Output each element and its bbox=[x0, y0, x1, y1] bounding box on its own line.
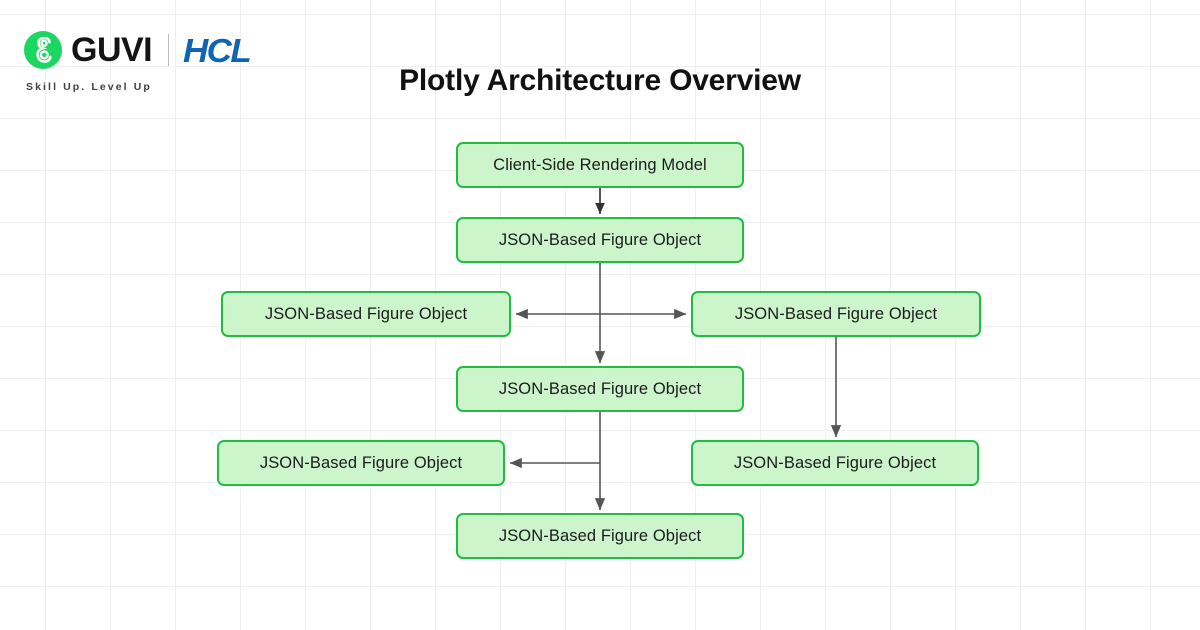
flow-node-json-figure-object-6[interactable]: JSON-Based Figure Object bbox=[217, 440, 505, 486]
brand-divider bbox=[168, 34, 170, 66]
flow-node-json-figure-object-7[interactable]: JSON-Based Figure Object bbox=[691, 440, 979, 486]
brand-lockup: GUVI HCL Skill Up. Level Up bbox=[24, 28, 252, 93]
flow-node-json-figure-object-2[interactable]: JSON-Based Figure Object bbox=[456, 217, 744, 263]
flow-node-json-figure-object-4[interactable]: JSON-Based Figure Object bbox=[691, 291, 981, 337]
guvi-wordmark: GUVI bbox=[71, 31, 153, 69]
brand-tagline: Skill Up. Level Up bbox=[26, 81, 152, 93]
flow-node-json-figure-object-3[interactable]: JSON-Based Figure Object bbox=[221, 291, 511, 337]
flow-node-json-figure-object-8[interactable]: JSON-Based Figure Object bbox=[456, 513, 744, 559]
hcl-wordmark: HCL bbox=[183, 31, 252, 69]
brand-logo-row: GUVI HCL bbox=[24, 28, 252, 72]
flow-node-client-side-rendering-model[interactable]: Client-Side Rendering Model bbox=[456, 142, 744, 188]
flow-node-json-figure-object-5[interactable]: JSON-Based Figure Object bbox=[456, 366, 744, 412]
guvi-g-circle-icon bbox=[24, 31, 62, 69]
page-title: Plotly Architecture Overview bbox=[399, 64, 801, 97]
